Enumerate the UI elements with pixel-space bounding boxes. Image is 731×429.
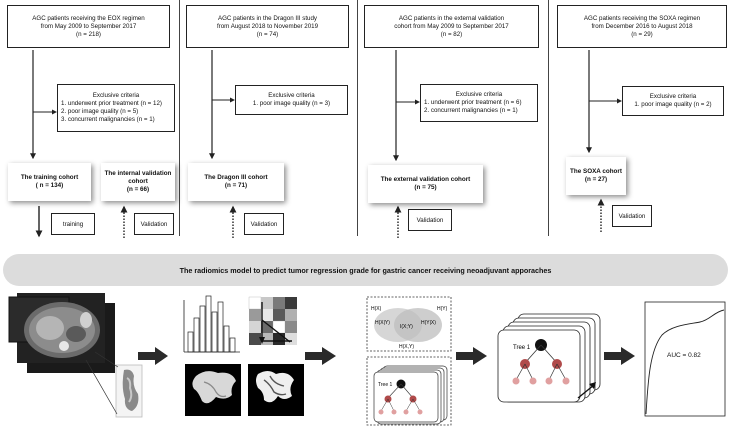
exclusion-title: Exclusive criteria xyxy=(268,92,315,99)
arrow-right-icon xyxy=(456,347,487,365)
training-label: training xyxy=(62,220,84,228)
cohort-name: The external validation cohort xyxy=(380,176,471,183)
venn-hxgy: H(X|Y) xyxy=(375,320,390,326)
arrow-right-icon xyxy=(604,347,635,365)
exclusion-title: Exclusive criteria xyxy=(455,91,503,98)
arrow-right-icon xyxy=(138,347,168,365)
source-box-external: AGC patients in the external validation … xyxy=(364,5,539,48)
model-banner: The radiomics model to predict tumor reg… xyxy=(3,254,728,286)
cohort-count: (n = 75) xyxy=(414,184,437,191)
texture-matrix-icon xyxy=(248,296,297,345)
exclusion-title: Exclusive criteria xyxy=(649,93,697,100)
roc-curve-chart xyxy=(644,301,726,417)
exclusion-box-dragon: Exclusive criteria 1. poor image quality… xyxy=(235,85,348,115)
banner-text: The radiomics model to predict tumor reg… xyxy=(179,265,552,275)
cohort-training: The training cohort ( n = 134) xyxy=(8,163,91,201)
column-divider xyxy=(357,0,358,236)
exclusion-item: 1. underwent prior treatment (n = 12) xyxy=(61,100,162,107)
zoom-line xyxy=(94,351,119,368)
tree-label: Tree 1 xyxy=(378,382,392,388)
histogram-feature-icon xyxy=(183,295,240,353)
auc-label: AUC = 0.82 xyxy=(667,352,701,359)
exclusion-box-external: Exclusive criteria 1. underwent prior tr… xyxy=(420,84,538,122)
validation-label: Validation xyxy=(250,220,278,228)
validation-box: Validation xyxy=(134,213,174,235)
cohort-dragon: The Dragon III cohort (n = 71) xyxy=(188,163,284,201)
cohort-name: The internal validation xyxy=(104,170,172,177)
column-divider xyxy=(179,0,180,236)
cohort-soxa: The SOXA cohort (n = 27) xyxy=(566,157,626,195)
exclusion-item: 2. concurrent malignancies (n = 1) xyxy=(424,107,518,114)
cohort-external: The external validation cohort (n = 75) xyxy=(368,165,483,203)
cohort-name: cohort xyxy=(128,178,148,185)
cohort-name: The SOXA cohort xyxy=(570,168,622,175)
source-line: AGC patients receiving the EOX regimen xyxy=(32,14,145,22)
small-tree-stack: Tree 1 xyxy=(373,365,448,425)
source-line: cohort from May 2009 to September 2017 xyxy=(394,22,509,30)
source-line: AGC patients in the Dragon III study xyxy=(217,14,318,22)
exclusion-item: 1. poor image quality (n = 2) xyxy=(634,101,712,108)
venn-hy: H(Y) xyxy=(437,306,448,312)
exclusion-box-eox: Exclusive criteria 1. underwent prior tr… xyxy=(57,84,175,132)
source-line: from May 2009 to September 2017 xyxy=(40,22,137,30)
source-line: from August 2018 to November 2019 xyxy=(216,22,319,30)
validation-box: Validation xyxy=(244,213,284,235)
validation-label: Validation xyxy=(618,212,646,220)
cohort-count: (n = 71) xyxy=(224,182,248,189)
source-box-soxa: AGC patients receiving the SOXA regimen … xyxy=(557,5,727,48)
venn-right xyxy=(394,308,442,342)
large-tree-stack: Tree 1 xyxy=(497,313,601,403)
source-line: from December 2016 to August 2018 xyxy=(591,22,693,30)
tree-label: Tree 1 xyxy=(513,345,531,351)
validation-label: Validation xyxy=(140,220,168,228)
cohort-name: The Dragon III cohort xyxy=(204,174,268,181)
exclusion-item: 3. concurrent malignancies (n = 1) xyxy=(61,116,155,123)
cohort-count: ( n = 134) xyxy=(35,182,64,189)
cohort-internal-validation: The internal validation cohort (n = 66) xyxy=(101,163,175,201)
validation-box: Validation xyxy=(612,205,652,227)
source-box-eox: AGC patients receiving the EOX regimen f… xyxy=(7,5,170,48)
venn-hxy: H(X,Y) xyxy=(399,344,414,350)
source-line: (n = 218) xyxy=(76,30,101,38)
segmented-roi-image xyxy=(115,364,143,418)
validation-box: Validation xyxy=(408,209,452,231)
source-line: (n = 29) xyxy=(631,30,653,38)
training-box: training xyxy=(51,213,95,235)
arrow-right-icon xyxy=(305,347,336,365)
venn-ixy: I(X;Y) xyxy=(400,324,413,330)
exclusion-box-soxa: Exclusive criteria 1. poor image quality… xyxy=(622,86,724,116)
exclusion-item: 1. poor image quality (n = 3) xyxy=(252,100,331,107)
exclusion-item: 1. underwent prior treatment (n = 6) xyxy=(424,99,522,106)
validation-label: Validation xyxy=(416,216,444,224)
tumor-shape-3d-icon xyxy=(185,364,241,416)
zoom-line xyxy=(85,359,118,415)
source-line: (n = 82) xyxy=(440,30,463,38)
column-divider xyxy=(548,0,549,236)
exclusion-item: 2. poor image quality (n = 5) xyxy=(61,108,139,115)
tumor-wavelet-3d-icon xyxy=(248,364,304,416)
source-box-dragon: AGC patients in the Dragon III study fro… xyxy=(186,5,349,48)
exclusion-title: Exclusive criteria xyxy=(92,92,140,99)
cohort-name: The training cohort xyxy=(20,174,79,181)
ct-scan-images xyxy=(8,293,115,373)
venn-hygx: H(Y|X) xyxy=(421,320,436,326)
source-line: AGC patients in the external validation xyxy=(398,14,505,22)
venn-hx: H(X) xyxy=(371,306,382,312)
source-line: (n = 74) xyxy=(256,30,279,38)
cohort-count: (n = 66) xyxy=(126,186,150,193)
source-line: AGC patients receiving the SOXA regimen xyxy=(583,14,701,22)
cohort-count: (n = 27) xyxy=(584,176,608,183)
